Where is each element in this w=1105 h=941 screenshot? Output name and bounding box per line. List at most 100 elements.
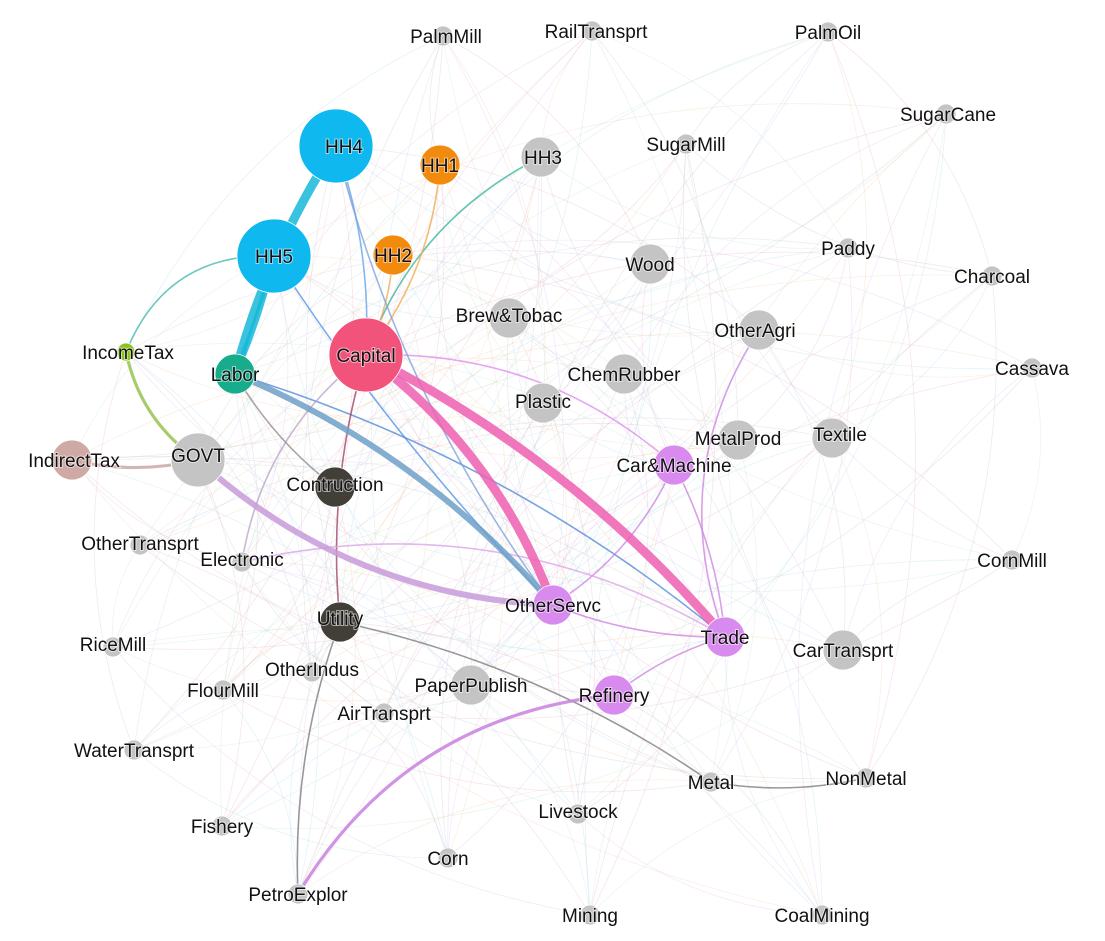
node-nonmetal[interactable]: NonMetal <box>824 767 908 791</box>
node-othertransprt[interactable]: OtherTransprt <box>80 533 200 556</box>
node-livestock[interactable]: Livestock <box>537 801 619 825</box>
node-electronic[interactable]: Electronic <box>199 549 285 573</box>
node-circle[interactable] <box>1001 549 1023 571</box>
node-circle[interactable] <box>373 702 395 724</box>
node-hh2[interactable]: HH2 <box>372 234 414 276</box>
node-car-and-machine[interactable]: Car&Machine <box>615 444 733 486</box>
node-hh5[interactable]: HH5 <box>236 218 312 294</box>
node-hh3[interactable]: HH3 <box>520 136 563 178</box>
node-circle[interactable] <box>450 664 492 706</box>
node-circle[interactable] <box>437 847 459 869</box>
node-circle[interactable] <box>811 417 853 459</box>
node-paddy[interactable]: Paddy <box>820 237 876 261</box>
node-circle[interactable] <box>581 20 603 42</box>
node-circle[interactable] <box>675 133 697 155</box>
node-circle[interactable] <box>738 309 780 351</box>
node-indirecttax[interactable]: IndirectTax <box>27 439 121 481</box>
node-incometax[interactable]: IncomeTax <box>81 342 175 365</box>
node-circle[interactable] <box>981 265 1003 287</box>
node-circle[interactable] <box>123 739 145 761</box>
node-circle[interactable] <box>700 771 722 793</box>
node-fishery[interactable]: Fishery <box>190 815 255 839</box>
node-circle[interactable] <box>822 629 864 671</box>
node-ricemill[interactable]: RiceMill <box>79 634 147 658</box>
node-circle[interactable] <box>51 439 93 481</box>
node-sugarcane[interactable]: SugarCane <box>899 103 997 127</box>
node-plastic[interactable]: Plastic <box>514 382 572 424</box>
node-palmoil[interactable]: PalmOil <box>794 21 862 45</box>
node-chemrubber[interactable]: ChemRubber <box>567 353 682 395</box>
node-circle[interactable] <box>319 601 361 643</box>
node-sugarmill[interactable]: SugarMill <box>645 133 727 157</box>
node-corn[interactable]: Corn <box>426 847 470 871</box>
node-circle[interactable] <box>287 883 309 905</box>
node-circle[interactable] <box>629 243 671 285</box>
node-labor[interactable]: Labor <box>210 353 261 395</box>
node-circle[interactable] <box>102 636 124 658</box>
node-watertransprt[interactable]: WaterTransprt <box>73 739 196 763</box>
node-circle[interactable] <box>837 237 859 259</box>
node-hh1[interactable]: HH1 <box>419 144 461 186</box>
node-cassava[interactable]: Cassava <box>994 357 1070 381</box>
node-refinery[interactable]: Refinery <box>578 674 651 716</box>
node-circle[interactable] <box>170 432 226 488</box>
node-circle[interactable] <box>236 218 312 294</box>
node-circle[interactable] <box>717 419 759 461</box>
node-airtransprt[interactable]: AirTransprt <box>336 702 432 726</box>
node-circle[interactable] <box>231 551 253 573</box>
node-circle[interactable] <box>579 904 601 926</box>
node-circle[interactable] <box>212 679 234 701</box>
node-mining[interactable]: Mining <box>561 904 619 928</box>
node-circle[interactable] <box>211 815 233 837</box>
node-circle[interactable] <box>567 803 589 825</box>
node-circle[interactable] <box>532 584 574 626</box>
node-circle[interactable] <box>855 767 877 789</box>
node-cartransprt[interactable]: CarTransprt <box>792 629 895 671</box>
node-circle[interactable] <box>811 904 833 926</box>
node-flourmill[interactable]: FlourMill <box>186 679 260 703</box>
node-trade[interactable]: Trade <box>700 616 750 658</box>
node-hh4[interactable]: HH4 <box>298 108 374 184</box>
node-metalprod[interactable]: MetalProd <box>694 419 782 461</box>
node-metal[interactable]: Metal <box>687 771 735 795</box>
node-capital[interactable]: Capital <box>328 317 404 393</box>
node-wood[interactable]: Wood <box>624 243 676 285</box>
node-otherindus[interactable]: OtherIndus <box>264 659 360 683</box>
node-coalmining[interactable]: CoalMining <box>773 904 871 928</box>
node-circle[interactable] <box>1021 357 1043 379</box>
node-circle[interactable] <box>116 342 136 362</box>
node-circle[interactable] <box>328 317 404 393</box>
node-circle[interactable] <box>603 353 645 395</box>
node-cornmill[interactable]: CornMill <box>976 549 1048 573</box>
node-contruction[interactable]: Contruction <box>285 466 385 508</box>
node-paperpublish[interactable]: PaperPublish <box>413 664 529 706</box>
node-circle[interactable] <box>522 382 564 424</box>
node-circle[interactable] <box>935 103 957 125</box>
node-charcoal[interactable]: Charcoal <box>953 265 1031 289</box>
node-circle[interactable] <box>214 353 256 395</box>
background-edge <box>827 31 867 439</box>
node-utility[interactable]: Utility <box>316 601 365 643</box>
node-railtransprt[interactable]: RailTransprt <box>544 20 649 44</box>
node-govt[interactable]: GOVT <box>170 432 226 488</box>
node-brew-and-tobac[interactable]: Brew&Tobac <box>455 297 563 339</box>
node-circle[interactable] <box>419 144 461 186</box>
node-petroexplor[interactable]: PetroExplor <box>247 883 349 907</box>
node-circle[interactable] <box>314 466 356 508</box>
background-edge <box>339 621 712 783</box>
node-circle[interactable] <box>704 616 746 658</box>
node-palmmill[interactable]: PalmMill <box>409 25 483 49</box>
node-otherservc[interactable]: OtherServc <box>504 584 602 626</box>
node-circle[interactable] <box>372 234 414 276</box>
node-otheragri[interactable]: OtherAgri <box>713 309 797 351</box>
node-circle[interactable] <box>520 136 562 178</box>
node-circle[interactable] <box>817 21 839 43</box>
node-circle[interactable] <box>301 661 323 683</box>
node-circle[interactable] <box>129 534 151 556</box>
node-circle[interactable] <box>488 297 530 339</box>
node-circle[interactable] <box>653 444 695 486</box>
node-circle[interactable] <box>432 25 454 47</box>
node-textile[interactable]: Textile <box>811 417 868 459</box>
node-circle[interactable] <box>593 674 635 716</box>
node-circle[interactable] <box>298 108 374 184</box>
